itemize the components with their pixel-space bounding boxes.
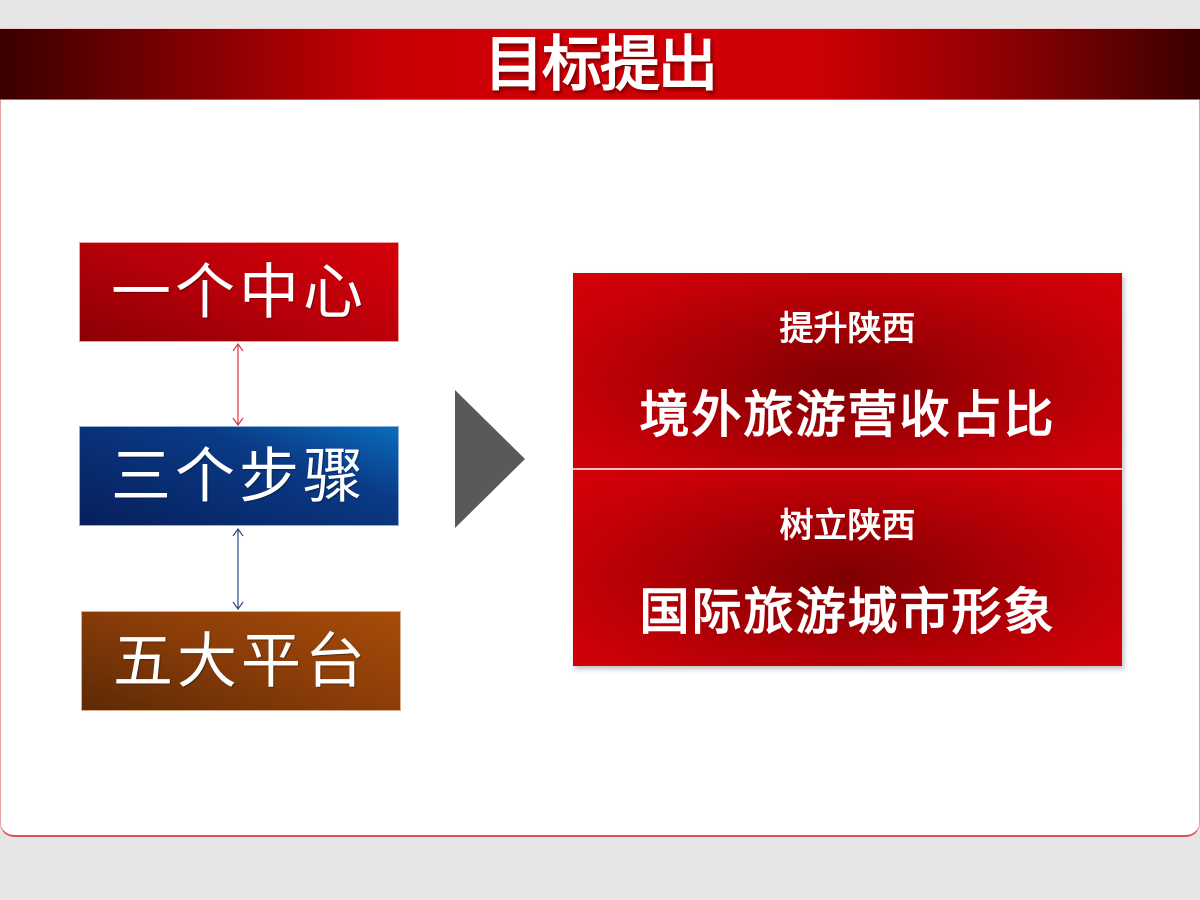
box-five-platforms: 五大平台: [81, 611, 401, 711]
goal-divider: [573, 468, 1122, 470]
triangle-right-icon: [455, 390, 525, 528]
goal-box-image: 树立陕西 国际旅游城市形象: [573, 470, 1122, 666]
goal-subtitle: 提升陕西: [779, 309, 916, 349]
box-three-steps: 三个步骤: [79, 426, 399, 526]
goal-main-text: 国际旅游城市形象: [639, 583, 1056, 641]
goal-box-revenue: 提升陕西 境外旅游营收占比: [573, 273, 1122, 468]
goal-main-text: 境外旅游营收占比: [639, 386, 1056, 444]
goals-panel: 提升陕西 境外旅游营收占比 树立陕西 国际旅游城市形象: [573, 273, 1122, 666]
slide-title: 目标提出: [484, 30, 718, 100]
box-one-center: 一个中心: [79, 242, 399, 342]
double-arrow-icon: [232, 528, 244, 610]
title-band: [0, 28, 1200, 100]
goal-subtitle: 树立陕西: [779, 506, 916, 546]
double-arrow-icon: [232, 343, 244, 426]
